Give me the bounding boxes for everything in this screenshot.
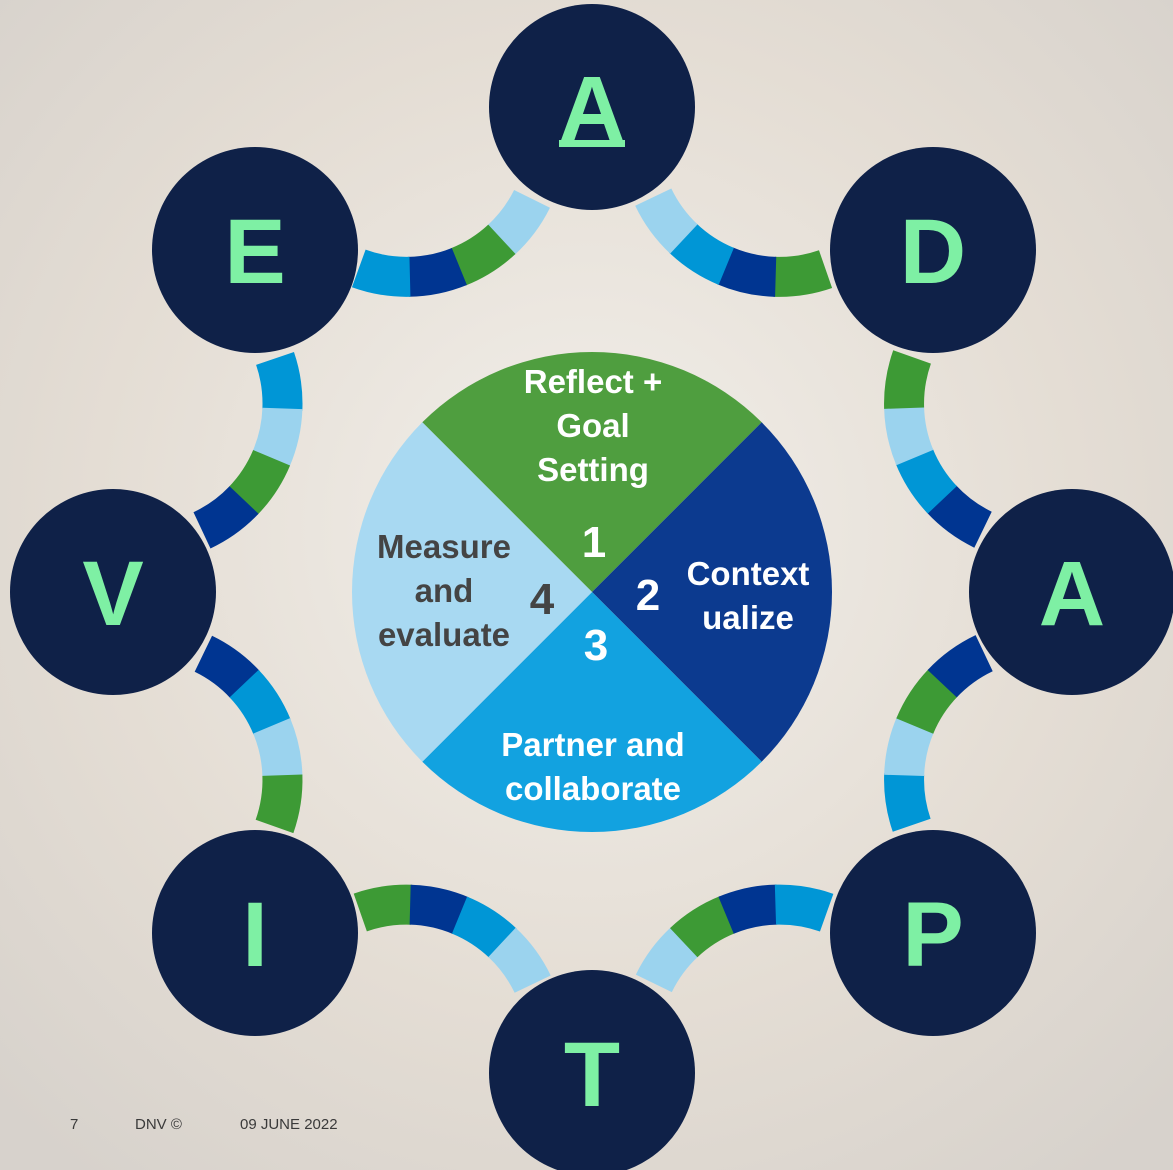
- quadrant-2-wedge: [592, 422, 832, 762]
- quadrant-2-label-line-1: Context: [687, 555, 810, 592]
- ring-arc-3-segment-1: [884, 773, 931, 832]
- letter-v: V: [82, 543, 143, 645]
- letter-circle-t: [489, 970, 695, 1170]
- ring-arc-1-segment-1: [773, 250, 833, 297]
- letter-a1-underline: [559, 140, 625, 147]
- letter-circle-p: [830, 830, 1036, 1036]
- ring-arc-7-segment-1: [256, 352, 303, 411]
- letter-circle-e: [152, 147, 358, 353]
- letter-circle-a1: [489, 4, 695, 210]
- ring-arc-6-segment-2: [229, 669, 291, 735]
- ring-arc-3-segment-4: [927, 635, 993, 698]
- ring-arc-3-segment-2: [884, 716, 934, 777]
- quadrant-1-label-line-3: Setting: [537, 451, 649, 488]
- quadrant-2-label-line-2: ualize: [702, 599, 794, 636]
- quadrant-3-label-line-2: collaborate: [505, 770, 681, 807]
- ring-arc-2-segment-2: [895, 448, 957, 514]
- ring-arc-6-segment-1: [194, 635, 260, 699]
- quadrant-1-number: 1: [582, 518, 606, 567]
- letter-i: I: [242, 884, 268, 986]
- letter-a2: A: [1039, 543, 1105, 645]
- ring-arc-2-segment-4: [884, 350, 931, 409]
- quadrant-4-wedge: [352, 422, 592, 762]
- ring-arc-1-segment-4: [635, 188, 698, 254]
- quadrant-3-number: 3: [584, 621, 608, 670]
- quadrant-1-wedge: [422, 352, 762, 592]
- ring-arc-5-segment-2: [409, 884, 469, 935]
- ring-arc-8-segment-4: [351, 249, 411, 297]
- ring-arc-4-segment-4: [774, 884, 834, 932]
- ring-arc-5-segment-1: [353, 884, 413, 932]
- ring-arc-6-segment-4: [255, 774, 303, 834]
- ring-arc-2-segment-1: [926, 485, 992, 548]
- quadrant-3-wedge: [422, 592, 762, 832]
- footer-brand: DNV ©: [135, 1116, 182, 1133]
- footer-date: 09 JUNE 2022: [240, 1116, 338, 1133]
- ring-arc-7-segment-3: [228, 449, 291, 515]
- ring-arc-8-segment-1: [487, 189, 550, 256]
- ring-arc-8-segment-3: [408, 247, 467, 297]
- quadrant-1-label-line-2: Goal: [556, 407, 629, 444]
- letter-e: E: [224, 201, 285, 303]
- ring-arc-1-segment-2: [717, 247, 777, 297]
- quadrant-4-label-line-1: Measure: [377, 528, 511, 565]
- letter-p: P: [902, 884, 963, 986]
- ring-arc-7-segment-2: [252, 407, 303, 467]
- ring-arcs: [193, 188, 993, 993]
- ring-arc-4-segment-1: [635, 927, 699, 993]
- quadrant-4-number: 4: [530, 575, 555, 624]
- quadrant-4-label-line-3: evaluate: [378, 616, 510, 653]
- quadrant-1-label-line-1: Reflect +: [524, 363, 662, 400]
- letter-t: T: [564, 1024, 620, 1126]
- ring-arc-7-segment-4: [193, 486, 259, 549]
- letter-d: D: [900, 201, 966, 303]
- ring-arc-4-segment-2: [670, 896, 735, 958]
- ring-arc-2-segment-3: [884, 406, 934, 466]
- ring-arc-4-segment-3: [718, 884, 778, 934]
- ring-arc-5-segment-4: [488, 927, 551, 993]
- ring-arc-8-segment-2: [450, 224, 516, 286]
- ring-arc-1-segment-3: [669, 223, 734, 285]
- ring-arc-6-segment-3: [253, 718, 303, 778]
- letter-circle-v: [10, 489, 216, 695]
- quadrant-3-label-line-1: Partner and: [501, 726, 684, 763]
- letter-circle-i: [152, 830, 358, 1036]
- letter-circle-a2: [969, 489, 1173, 695]
- letter-circle-d: [830, 147, 1036, 353]
- ring-arc-5-segment-3: [451, 896, 517, 958]
- quadrant-2-number: 2: [636, 571, 660, 620]
- footer-page-number: 7: [70, 1116, 79, 1133]
- ring-arc-3-segment-3: [896, 668, 958, 734]
- quadrant-4-label-line-2: and: [415, 572, 474, 609]
